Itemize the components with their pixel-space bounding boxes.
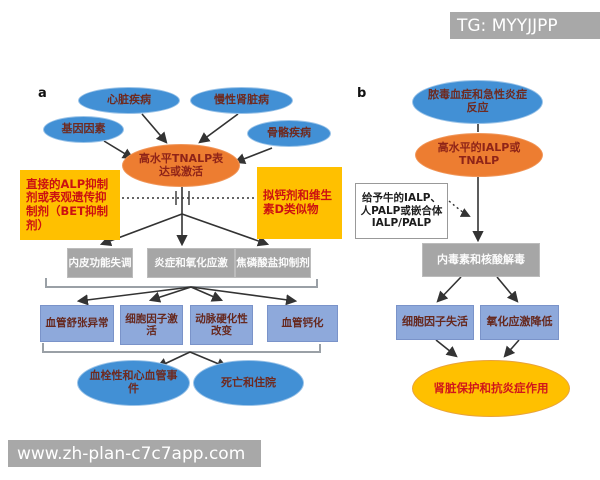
node-death-hospitalization: 死亡和住院: [193, 360, 304, 406]
node-inflammation-oxidative-stress: 炎症和氧化应激: [147, 248, 235, 278]
node-pyrophosphate-inhibitor: 焦磷酸盐抑制剂: [235, 248, 311, 278]
node-heart-disease: 心脏疾病: [78, 87, 180, 114]
panel-a-effect-fan: [76, 286, 298, 306]
node-bone-disease: 骨骼疾病: [247, 120, 331, 147]
node-reduced-oxidative-stress: 氧化应激降低: [480, 305, 559, 340]
panel-a-bracket-1: [45, 278, 318, 288]
panel-b-label: b: [357, 86, 367, 101]
panel-a-center-fan: [99, 187, 270, 247]
node-calcimimetics: 拟钙剂和维生素D类似物: [257, 167, 342, 239]
node-abnormal-vasodilation: 血管舒张异常: [40, 305, 114, 342]
node-thrombotic-events: 血栓性和心血管事件: [77, 360, 190, 406]
website-watermark: www.zh-plan-c7c7app.com: [8, 440, 261, 467]
node-alp-inhibitors: 直接的ALP抑制剂或表观遗传抑制剂（BET抑制剂）: [20, 170, 120, 240]
node-endotoxin-detox: 内毒素和核酸解毒: [422, 243, 540, 277]
panel-a-label: a: [38, 86, 47, 101]
panel-a-cause-arrows: [103, 113, 273, 164]
node-renal-protection: 肾脏保护和抗炎症作用: [412, 360, 570, 417]
node-endothelial-dysfunction: 内皮功能失调: [67, 248, 133, 278]
node-sepsis-inflammation: 脓毒血症和急性炎症反应: [412, 80, 543, 124]
node-cytokine-inactivation: 细胞因子失活: [396, 305, 474, 340]
node-vascular-calcification: 血管钙化: [267, 305, 338, 342]
panel-a-inhibition-line: [122, 191, 254, 205]
node-ialp-palp-treatment: 给予牛的IALP、人PALP或嵌合体IALP/PALP: [355, 183, 448, 239]
telegram-watermark: TG: MYYJJPP: [450, 12, 600, 39]
panel-a-bracket-2: [42, 343, 321, 353]
node-high-ialp-tnalp: 高水平的IALP或TNALP: [415, 133, 543, 177]
node-high-tnalp: 高水平TNALP表达或激活: [122, 144, 240, 187]
node-cytokine-activation: 细胞因子激活: [120, 305, 183, 345]
node-chronic-kidney-disease: 慢性肾脏病: [190, 87, 293, 114]
node-genetic-factors: 基因因素: [43, 116, 124, 143]
panel-b-arrows: [435, 124, 520, 358]
node-arteriosclerotic-changes: 动脉硬化性改变: [190, 305, 253, 345]
